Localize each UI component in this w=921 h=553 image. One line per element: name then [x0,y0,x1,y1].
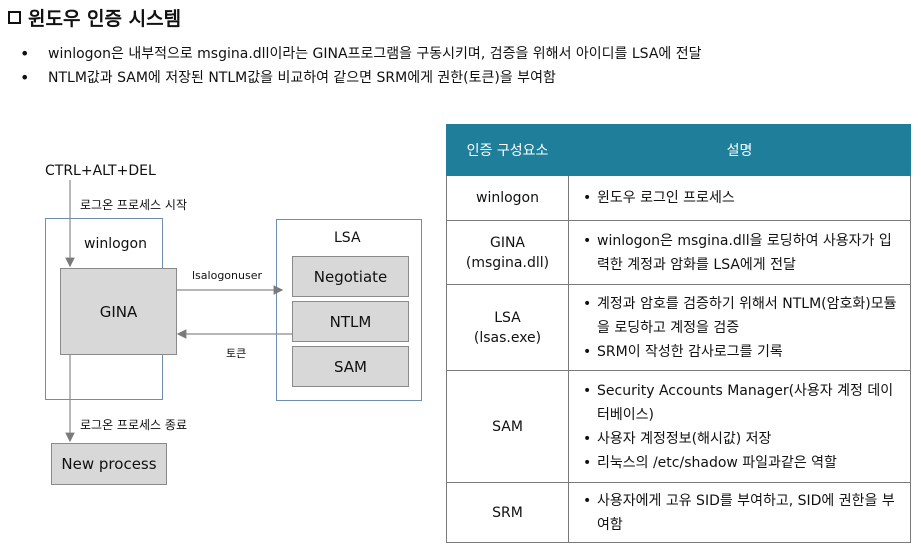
description-item: winlogon은 msgina.dll을 로딩하여 사용자가 입력한 계정과 … [581,229,902,277]
page-title-text: 윈도우 인증 시스템 [28,8,182,30]
table-row: LSA (lsas.exe) 계정과 암호를 검증하기 위해서 NTLM(암호화)… [446,284,911,371]
ntlm-box: NTLM [292,301,409,342]
summary-bullet-2: NTLM값과 SAM에 저장된 NTLM값을 비교하여 같으면 SRM에게 권한… [18,66,701,90]
winlogon-label: winlogon [84,236,147,252]
description-item: 계정과 암호를 검증하기 위해서 NTLM(암호화)모듈을 로딩하고 계정을 검… [581,292,902,340]
description-cell: Security Accounts Manager(사용자 계정 데이터베이스)… [568,370,911,483]
component-name: GINA [489,234,526,251]
component-cell: LSA (lsas.exe) [446,284,569,371]
component-cell: GINA (msgina.dll) [446,220,569,285]
negotiate-box: Negotiate [292,256,409,297]
component-subname: (msgina.dll) [465,254,550,271]
component-name: SAM [492,418,523,435]
table-row: SRM 사용자에게 고유 SID를 부여하고, SID에 권한을 부여함 [446,482,911,543]
new-process-box: New process [51,443,167,485]
component-name: SRM [492,504,523,521]
auth-flow-diagram: CTRL+ALT+DEL 로그온 프로세스 시작 winlogon GINA l… [0,0,440,553]
description-item: Security Accounts Manager(사용자 계정 데이터베이스) [581,379,902,427]
checkbox-square-icon [8,11,21,24]
description-item: 사용자에게 고유 SID를 부여하고, SID에 권한을 부여함 [581,489,902,537]
auth-components-table: 인증 구성요소 설명 winlogon 윈도우 로그인 프로세스 GINA (ms… [446,124,911,543]
component-cell: SRM [446,482,569,543]
summary-bullet-1: winlogon은 내부적으로 msgina.dll이라는 GINA프로그램을 … [18,42,701,66]
description-cell: 사용자에게 고유 SID를 부여하고, SID에 권한을 부여함 [568,482,911,543]
description-cell: winlogon은 msgina.dll을 로딩하여 사용자가 입력한 계정과 … [568,220,911,285]
sam-box: SAM [292,346,409,387]
component-name: winlogon [476,190,539,206]
table-row: winlogon 윈도우 로그인 프로세스 [446,175,911,221]
description-item: 윈도우 로그인 프로세스 [581,186,902,210]
component-cell: winlogon [446,175,569,221]
table-header-row: 인증 구성요소 설명 [446,124,911,176]
description-item: SRM이 작성한 감사로그를 기록 [581,340,902,364]
page-title: 윈도우 인증 시스템 [8,4,181,31]
component-name: LSA [494,309,521,326]
table-row: GINA (msgina.dll) winlogon은 msgina.dll을 로… [446,220,911,285]
table-row: SAM Security Accounts Manager(사용자 계정 데이터… [446,370,911,483]
description-cell: 윈도우 로그인 프로세스 [568,175,911,221]
lsalogonuser-label: lsalogonuser [192,269,262,282]
gina-box: GINA [60,268,177,355]
component-cell: SAM [446,370,569,483]
logon-end-label: 로그온 프로세스 종료 [80,418,187,432]
lsa-label: LSA [334,230,361,246]
component-subname: (lsas.exe) [473,329,542,346]
description-item: 사용자 계정정보(해시값) 저장 [581,427,902,451]
logon-start-label: 로그온 프로세스 시작 [80,198,187,212]
header-component: 인증 구성요소 [446,124,569,176]
description-item: 리눅스의 /etc/shadow 파일과같은 역할 [581,451,902,475]
summary-bullets: winlogon은 내부적으로 msgina.dll이라는 GINA프로그램을 … [18,42,701,90]
description-cell: 계정과 암호를 검증하기 위해서 NTLM(암호화)모듈을 로딩하고 계정을 검… [568,284,911,371]
ctrl-alt-del-label: CTRL+ALT+DEL [45,163,156,179]
token-label: 토큰 [226,347,247,360]
header-description: 설명 [568,124,911,176]
